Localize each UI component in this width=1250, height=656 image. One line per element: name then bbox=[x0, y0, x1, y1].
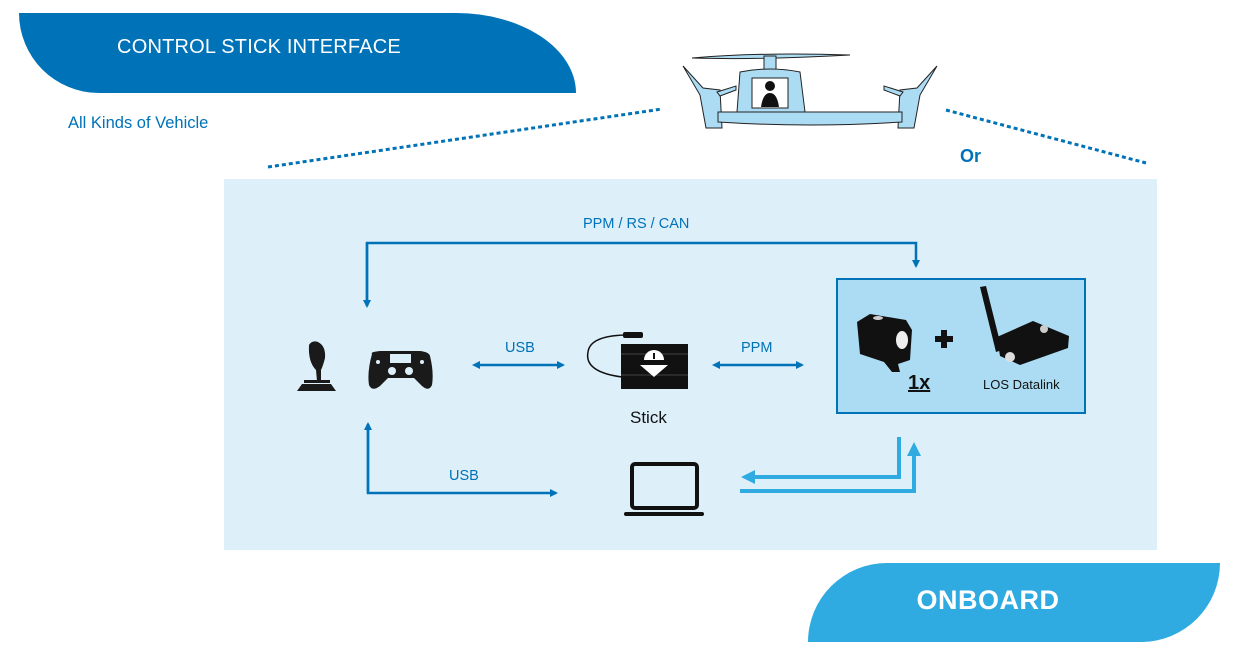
los-datalink-label: LOS Datalink bbox=[983, 377, 1060, 392]
vehicle-link-left bbox=[267, 107, 663, 169]
onboard-unit-icon bbox=[857, 314, 912, 372]
header-tab bbox=[19, 13, 576, 93]
footer-tab bbox=[808, 563, 1220, 642]
gamepad-icon bbox=[368, 351, 433, 389]
header-title: CONTROL STICK INTERFACE bbox=[117, 36, 401, 58]
los-datalink-icon bbox=[980, 286, 1069, 365]
link-top bbox=[365, 241, 920, 306]
label-ppm: PPM bbox=[741, 340, 773, 356]
label-usb-stick: USB bbox=[505, 340, 535, 356]
link-laptop-to-onboard bbox=[740, 442, 921, 493]
joystick-icon bbox=[297, 341, 336, 391]
label-ppm-rs-can: PPM / RS / CAN bbox=[583, 216, 690, 232]
plus-icon bbox=[935, 330, 953, 348]
laptop-icon bbox=[624, 462, 704, 516]
or-label: Or bbox=[960, 146, 982, 166]
pilot-icon bbox=[761, 81, 779, 107]
label-usb-laptop: USB bbox=[449, 468, 479, 484]
air-vehicle-icon bbox=[682, 53, 938, 129]
stick-label: Stick bbox=[630, 408, 667, 427]
quantity-label: 1x bbox=[908, 372, 931, 394]
subtitle: All Kinds of Vehicle bbox=[68, 114, 209, 132]
footer-title: ONBOARD bbox=[916, 585, 1060, 615]
stick-device-icon bbox=[586, 332, 688, 389]
link-onboard-to-laptop bbox=[741, 437, 901, 484]
